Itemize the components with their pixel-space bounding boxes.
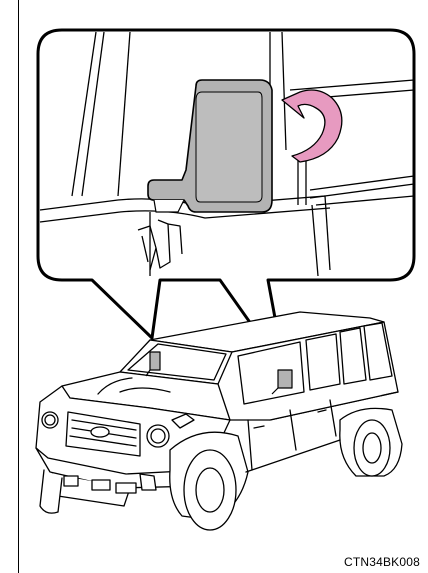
figure-code: CTN34BK008 [344, 555, 420, 569]
vehicle-illustration [36, 312, 402, 530]
